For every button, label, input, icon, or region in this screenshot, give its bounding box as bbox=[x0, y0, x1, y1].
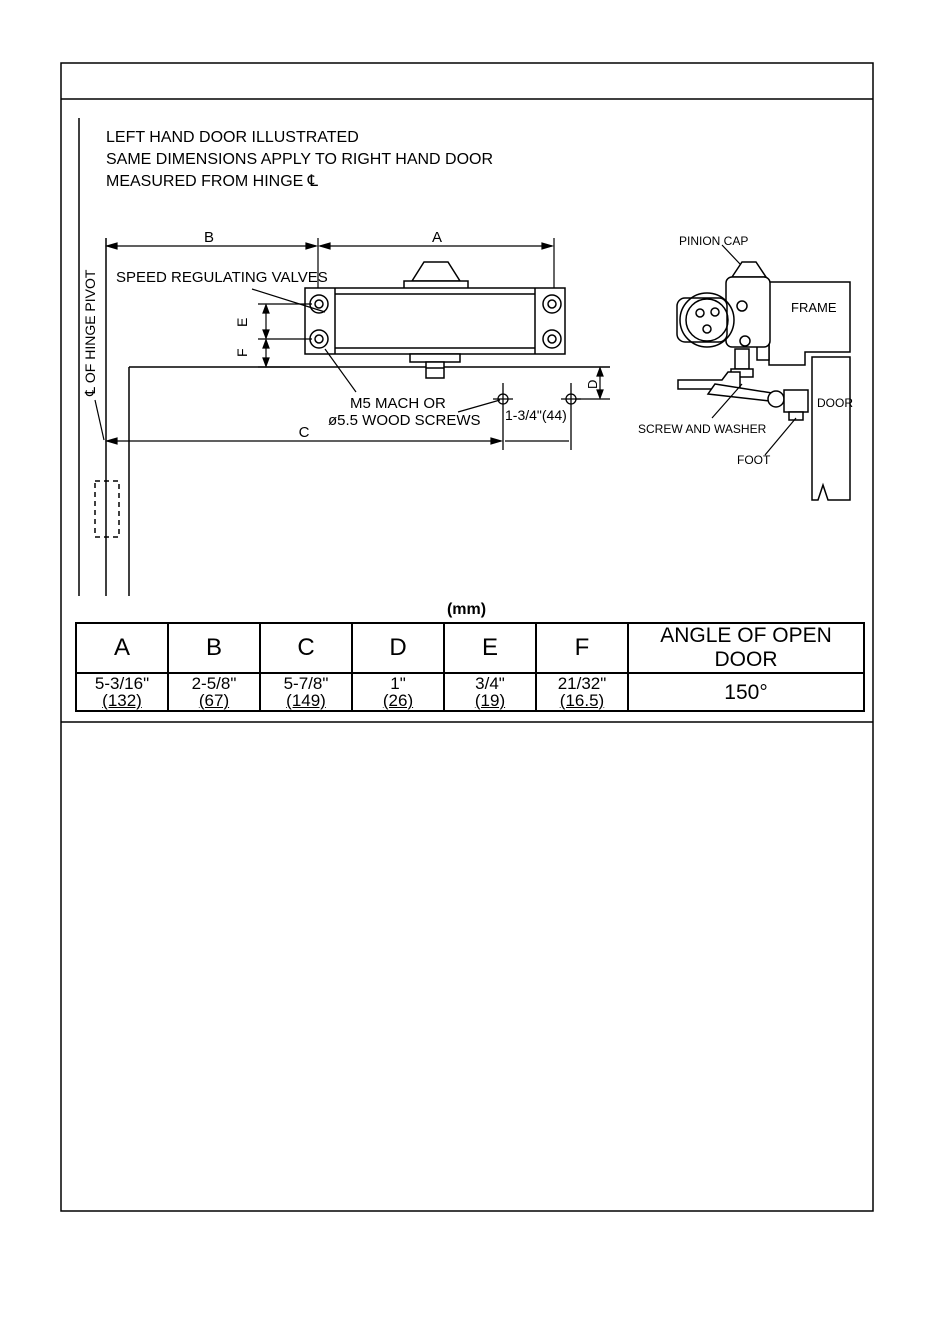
value-b: 2-5/8"(67) bbox=[167, 672, 261, 712]
dimension-table-wrap: A B C D E F ANGLE OF OPEN DOOR 5-3/16"(1… bbox=[75, 622, 865, 712]
dimension-c-label: C bbox=[299, 424, 310, 441]
page-frame bbox=[60, 62, 874, 1212]
header-c: C bbox=[259, 622, 353, 674]
hinge-pivot-leader bbox=[94, 399, 105, 441]
screws-leader bbox=[324, 348, 357, 393]
door-edge-lines bbox=[78, 118, 610, 596]
header-angle: ANGLE OF OPEN DOOR bbox=[627, 622, 865, 674]
value-a: 5-3/16"(132) bbox=[75, 672, 169, 712]
dimension-table: A B C D E F ANGLE OF OPEN DOOR 5-3/16"(1… bbox=[75, 622, 865, 712]
header-b: B bbox=[167, 622, 261, 674]
mounting-screws bbox=[309, 294, 562, 349]
offset-label: 1-3/4"(44) bbox=[505, 407, 567, 423]
value-d: 1"(26) bbox=[351, 672, 445, 712]
table-value-row: 5-3/16"(132) 2-5/8"(67) 5-7/8"(149) 1"(2… bbox=[75, 672, 865, 712]
dimension-c bbox=[104, 437, 569, 445]
dimension-d bbox=[596, 366, 604, 400]
dimension-f-label: F bbox=[234, 348, 250, 357]
dimension-b bbox=[104, 238, 319, 296]
header-e: E bbox=[443, 622, 537, 674]
table-header-row: A B C D E F ANGLE OF OPEN DOOR bbox=[75, 622, 865, 674]
hinge-pivot-label: ℄ OF HINGE PIVOT bbox=[82, 269, 98, 397]
door-label: DOOR bbox=[817, 396, 853, 410]
dimension-e-label: E bbox=[234, 318, 250, 327]
side-view bbox=[676, 261, 851, 501]
note-line-2: SAME DIMENSIONS APPLY TO RIGHT HAND DOOR bbox=[106, 151, 493, 168]
frame-label: FRAME bbox=[791, 300, 837, 315]
screws-label-line2: ø5.5 WOOD SCREWS bbox=[328, 412, 481, 429]
value-e: 3/4"(19) bbox=[443, 672, 537, 712]
note-line-1: LEFT HAND DOOR ILLUSTRATED bbox=[106, 129, 359, 146]
bracket-holes bbox=[493, 383, 610, 450]
hinge-outline bbox=[94, 480, 120, 538]
pinion-cap-label: PINION CAP bbox=[679, 234, 748, 248]
dimension-e-f bbox=[258, 303, 312, 368]
screw-washer-label: SCREW AND WASHER bbox=[638, 422, 767, 436]
value-f: 21/32"(16.5) bbox=[535, 672, 629, 712]
header-f: F bbox=[535, 622, 629, 674]
dimension-a bbox=[317, 238, 555, 290]
header-d: D bbox=[351, 622, 445, 674]
dimension-d-label: D bbox=[585, 380, 600, 389]
screws-label-line1: M5 MACH OR bbox=[350, 395, 446, 412]
speed-valves-label: SPEED REGULATING VALVES bbox=[116, 269, 328, 286]
header-a: A bbox=[75, 622, 169, 674]
speed-valves-leader bbox=[251, 288, 326, 313]
side-view-leaders bbox=[711, 244, 797, 456]
note-line-3: MEASURED FROM HINGE ℄ bbox=[106, 173, 319, 190]
value-angle: 150° bbox=[627, 672, 865, 712]
dimension-b-label: B bbox=[204, 229, 214, 246]
dimension-a-label: A bbox=[432, 229, 442, 246]
door-closer-body bbox=[304, 261, 566, 379]
foot-label: FOOT bbox=[737, 453, 771, 467]
unit-label: (mm) bbox=[446, 601, 487, 618]
screws-leader-2 bbox=[457, 399, 501, 413]
value-c: 5-7/8"(149) bbox=[259, 672, 353, 712]
